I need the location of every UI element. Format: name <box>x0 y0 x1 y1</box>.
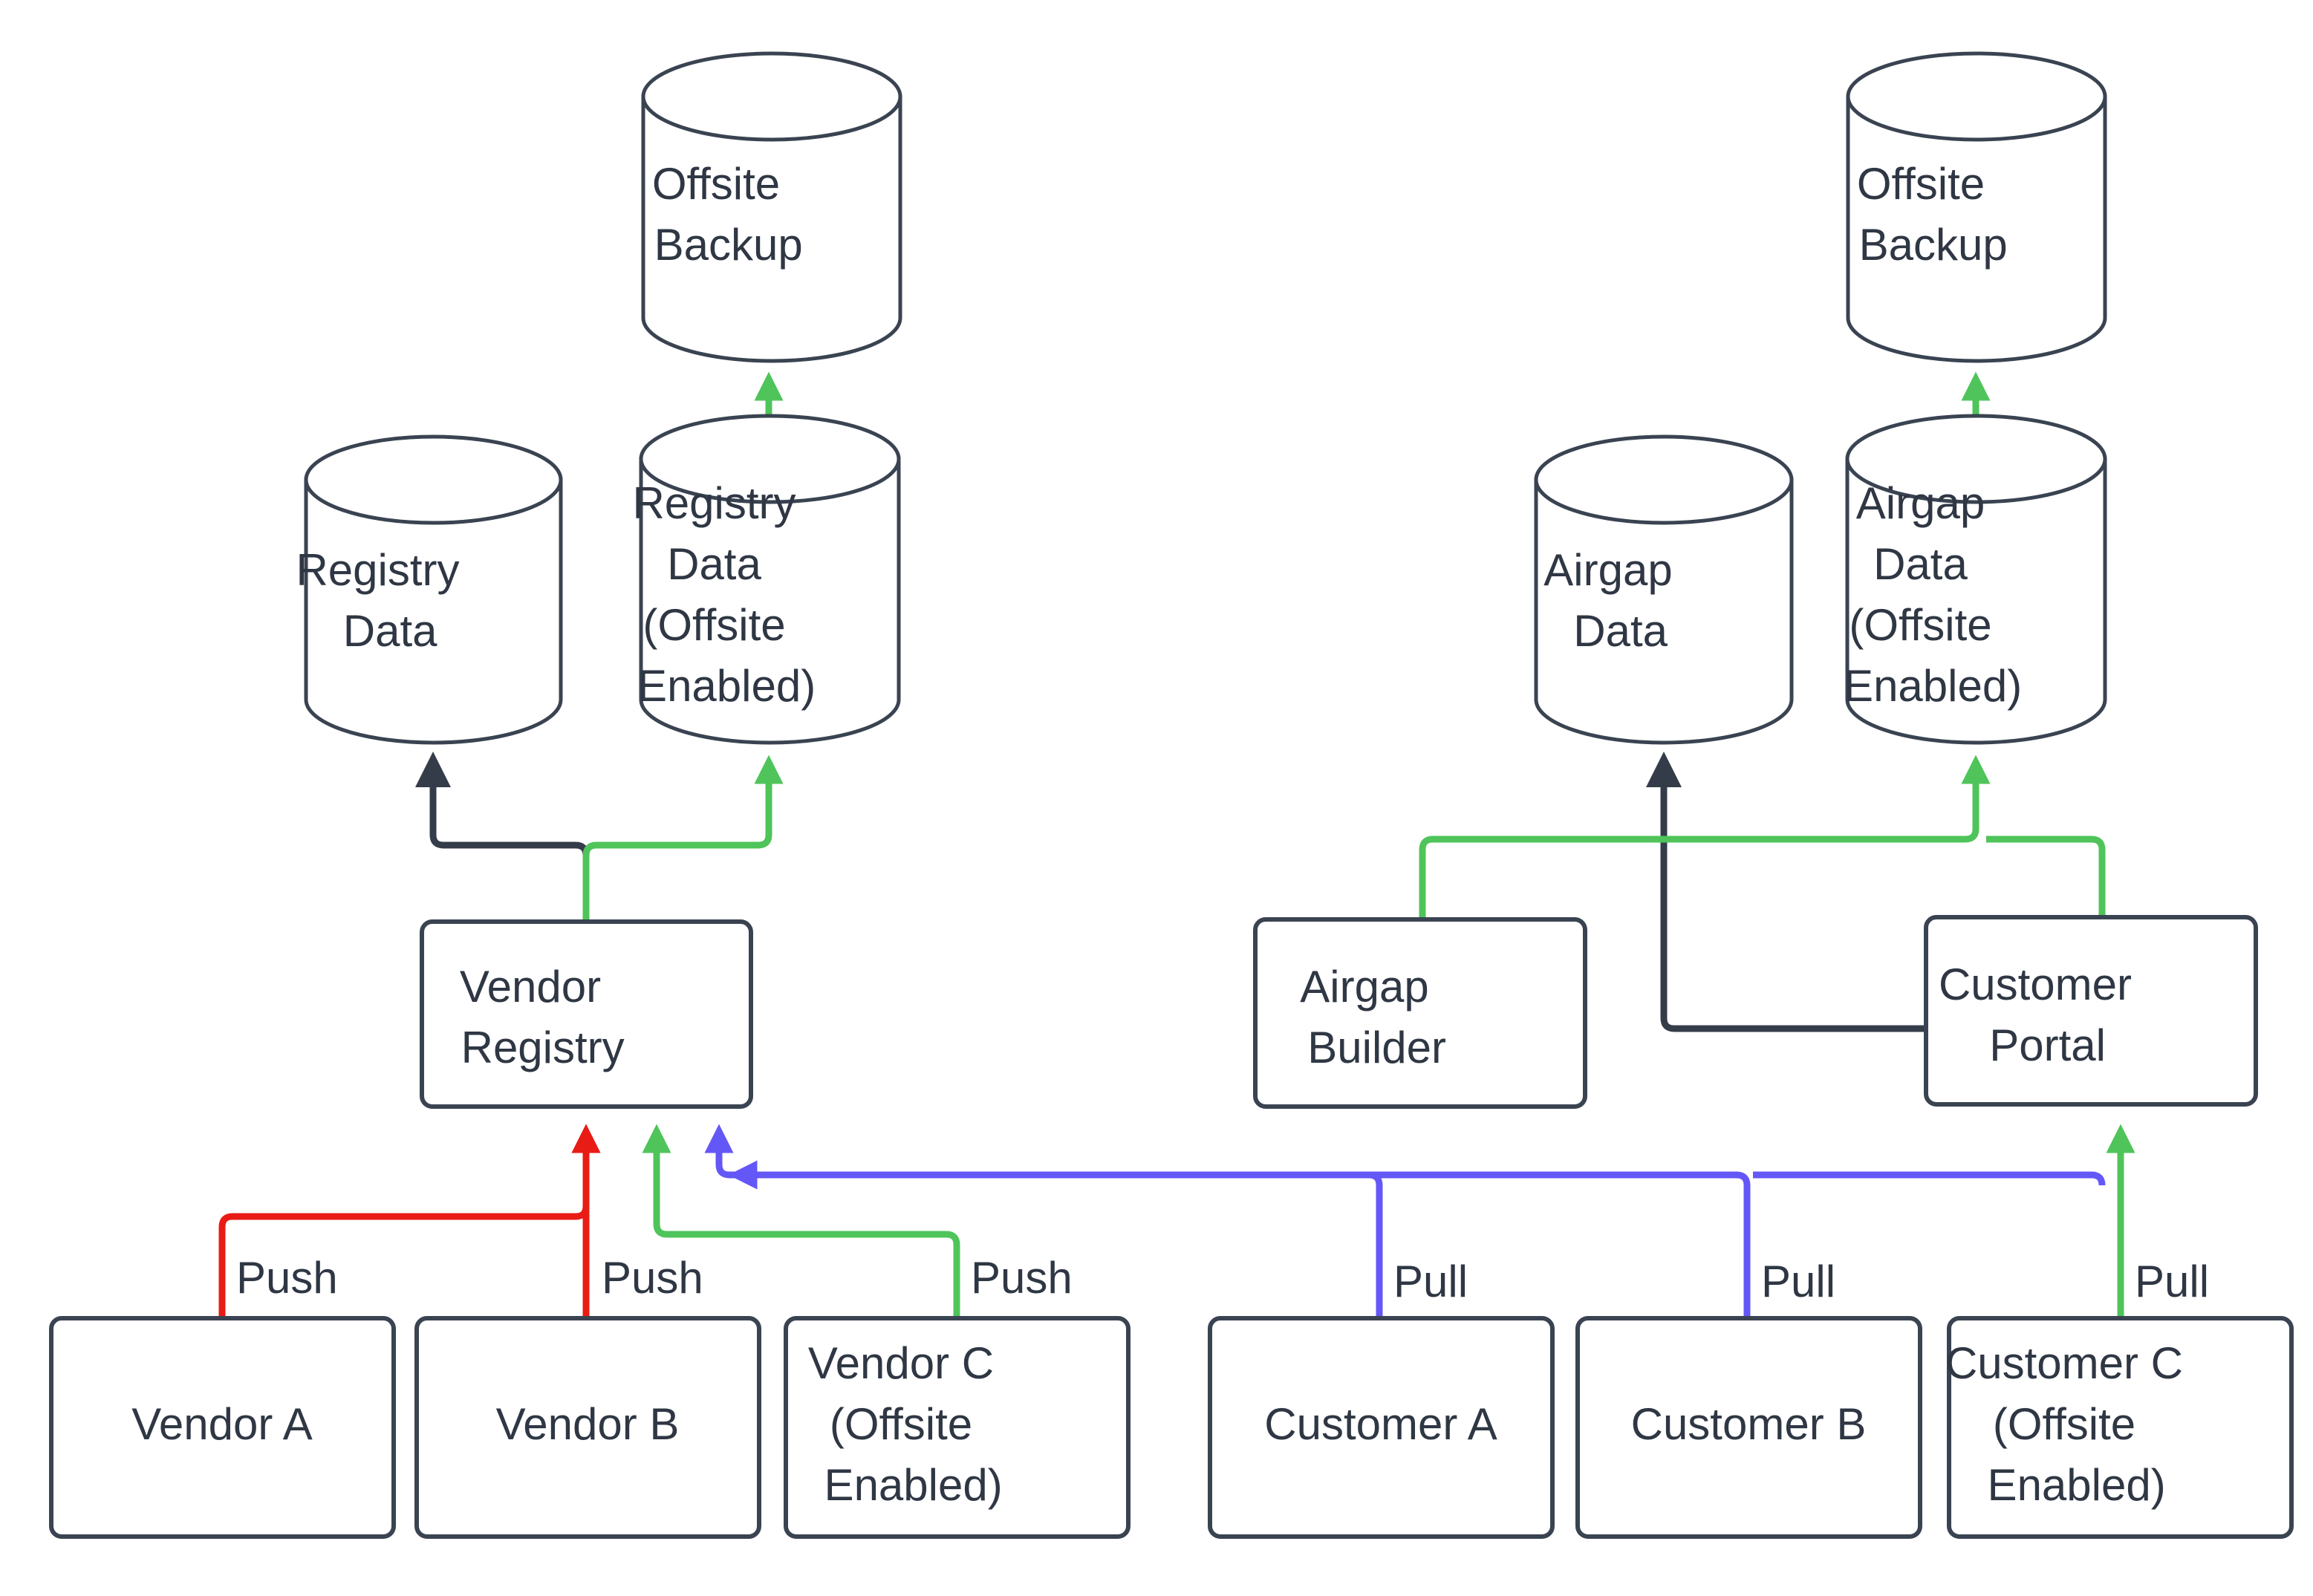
node-box <box>1924 915 2258 1107</box>
cylinder-body <box>1534 478 1794 745</box>
node-label-line: Backup <box>654 220 803 270</box>
edge-label-push-2: Push <box>602 1253 703 1303</box>
edge-label-push-1: Push <box>236 1253 338 1303</box>
node-label-line: (Offsite <box>830 1399 972 1449</box>
node-label-line: Data <box>667 539 761 589</box>
node-label: Customer B <box>1631 1399 1867 1449</box>
node-label: Offsite Backup <box>652 159 891 270</box>
node-registry-data-offsite[interactable]: Registry Data (Offsite Enabled) <box>632 414 907 745</box>
node-box <box>414 1316 761 1539</box>
cylinder-top <box>304 434 563 525</box>
cylinder-body <box>304 478 563 745</box>
node-label-line: Customer <box>1939 960 2132 1009</box>
node-label-line: Enabled) <box>1844 661 2022 711</box>
cylinder-top <box>641 51 902 142</box>
cylinder-body <box>1845 457 2107 745</box>
node-box <box>1253 917 1587 1109</box>
node-label-line: Enabled) <box>1988 1460 2166 1510</box>
node-customer-a[interactable]: Customer A <box>1208 1316 1555 1539</box>
node-label-line: Airgap <box>1543 545 1672 595</box>
node-label-line: Vendor C <box>808 1338 994 1388</box>
edge-customer-portal-to-airgap-data <box>1645 751 1924 1032</box>
edge-vendor-registry-to-registry-data <box>414 751 590 919</box>
edge-label-group: Push Push Push Pull Pull Pull <box>236 1253 2209 1306</box>
node-label-line: Offsite <box>652 159 780 209</box>
edge-vendor-c-push <box>642 1124 960 1316</box>
node-label-line: Enabled) <box>637 661 816 711</box>
node-vendor-a[interactable]: Vendor A <box>49 1316 396 1539</box>
node-label-line: Enabled) <box>824 1460 1003 1510</box>
node-label-line: (Offsite <box>642 600 785 650</box>
node-airgap-data[interactable]: Airgap Data <box>1534 434 1794 745</box>
node-label: Airgap Data (Offsite Enabled) <box>1844 478 2109 711</box>
node-offsite-backup-right[interactable]: Offsite Backup <box>1846 51 2107 363</box>
node-label: Customer A <box>1264 1399 1497 1449</box>
cylinder-body <box>641 94 902 363</box>
node-label-line: Vendor <box>460 962 601 1012</box>
cylinder-top <box>1534 434 1794 525</box>
node-label-line: (Offsite <box>1849 600 1991 650</box>
edge-airgap-builder-to-airgap-data-offsite <box>1419 755 1991 917</box>
node-vendor-c[interactable]: Vendor C (Offsite Enabled) <box>784 1316 1131 1539</box>
node-label-line: Airgap <box>1300 962 1428 1012</box>
node-label-line: Data <box>1873 539 1968 589</box>
cylinder-top <box>1846 51 2107 142</box>
node-box <box>784 1316 1131 1539</box>
node-airgap-data-offsite[interactable]: Airgap Data (Offsite Enabled) <box>1844 414 2109 745</box>
node-label-line: (Offsite <box>1993 1399 2135 1449</box>
edge-customer-b-pull <box>728 1160 1751 1316</box>
node-box <box>49 1316 396 1539</box>
edge-customer-portal-to-airgap-data-offsite <box>1986 836 2106 915</box>
cylinder-top <box>639 414 901 504</box>
node-label: Offsite Backup <box>1857 159 2096 270</box>
node-label: Registry Data <box>296 545 570 656</box>
node-label-line: Portal <box>1989 1020 2106 1070</box>
node-registry-data[interactable]: Registry Data <box>296 434 570 745</box>
node-label: Vendor B <box>496 1399 680 1449</box>
node-box <box>1947 1316 2294 1539</box>
node-customer-b[interactable]: Customer B <box>1575 1316 1922 1539</box>
node-label-line: Registry <box>461 1023 625 1072</box>
node-label-line: Backup <box>1859 220 2008 270</box>
node-label-line: Customer C <box>1945 1338 2183 1388</box>
node-label: Customer C (Offsite Enabled) <box>1945 1338 2294 1510</box>
cylinder-body <box>1846 94 2107 363</box>
node-label: Vendor Registry <box>460 962 712 1072</box>
node-label-line: Data <box>343 606 437 656</box>
edge-label-pull-3: Pull <box>2135 1257 2209 1306</box>
edge-vendor-registry-to-registry-data-offsite <box>582 755 784 919</box>
node-customer-c[interactable]: Customer C (Offsite Enabled) <box>1945 1316 2294 1539</box>
edge-blue-bus-right <box>1753 1171 2106 1186</box>
node-airgap-builder[interactable]: Airgap Builder <box>1253 917 1587 1109</box>
node-label: Vendor C (Offsite Enabled) <box>808 1338 1105 1510</box>
node-label: Airgap Builder <box>1300 962 1540 1072</box>
node-label: Vendor A <box>131 1399 313 1449</box>
node-offsite-backup-left[interactable]: Offsite Backup <box>641 51 902 363</box>
node-label: Airgap Data <box>1543 545 1783 656</box>
node-label-line: Builder <box>1307 1023 1446 1072</box>
node-box <box>1575 1316 1922 1539</box>
cylinder-body <box>639 457 901 745</box>
node-label: Registry Data (Offsite Enabled) <box>632 478 907 711</box>
node-box <box>1208 1316 1555 1539</box>
node-label-line: Offsite <box>1857 159 1985 209</box>
node-box <box>420 919 753 1109</box>
node-label-line: Data <box>1573 606 1668 656</box>
node-label-line: Registry <box>296 545 459 595</box>
node-label-line: Airgap <box>1856 478 1985 528</box>
node-vendor-b[interactable]: Vendor B <box>414 1316 761 1539</box>
edge-label-pull-1: Pull <box>1393 1257 1468 1306</box>
cylinder-top <box>1845 414 2107 504</box>
edge-label-push-3: Push <box>971 1253 1073 1303</box>
node-label: Customer Portal <box>1939 960 2243 1070</box>
node-customer-portal[interactable]: Customer Portal <box>1924 915 2258 1107</box>
edge-label-pull-2: Pull <box>1761 1257 1835 1306</box>
node-label-line: Registry <box>632 478 796 528</box>
node-vendor-registry[interactable]: Vendor Registry <box>420 919 753 1109</box>
